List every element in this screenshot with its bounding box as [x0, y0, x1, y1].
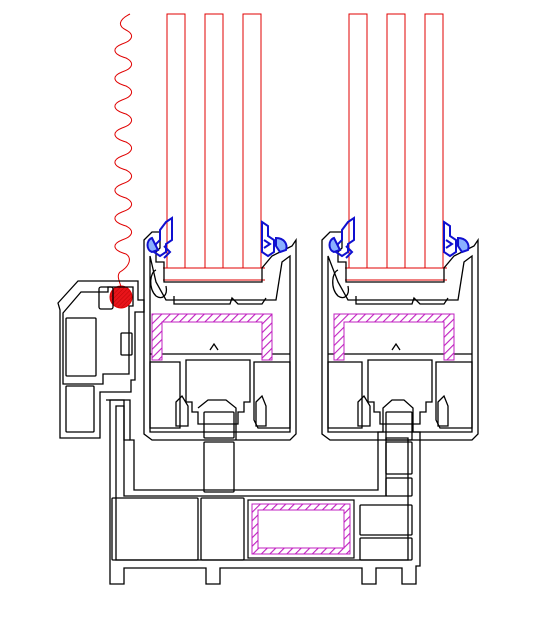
wavy-break-line	[114, 13, 132, 291]
gasket-left-outer	[146, 216, 173, 259]
gasket-right-inner	[443, 220, 470, 258]
sash-profile-left	[143, 231, 297, 441]
gasket-left-inner	[261, 220, 288, 258]
glass-unit-right	[345, 13, 447, 281]
steel-reinforcement-sash-right	[333, 313, 455, 361]
steel-reinforcement-bottom	[247, 499, 355, 559]
glass-unit-left	[163, 13, 265, 281]
steel-reinforcement-sash-left	[151, 313, 273, 361]
sash-profile-right	[321, 231, 479, 441]
gasket-right-outer	[328, 216, 355, 259]
bottom-frame-profile	[109, 399, 421, 585]
seal-bead	[109, 285, 133, 309]
